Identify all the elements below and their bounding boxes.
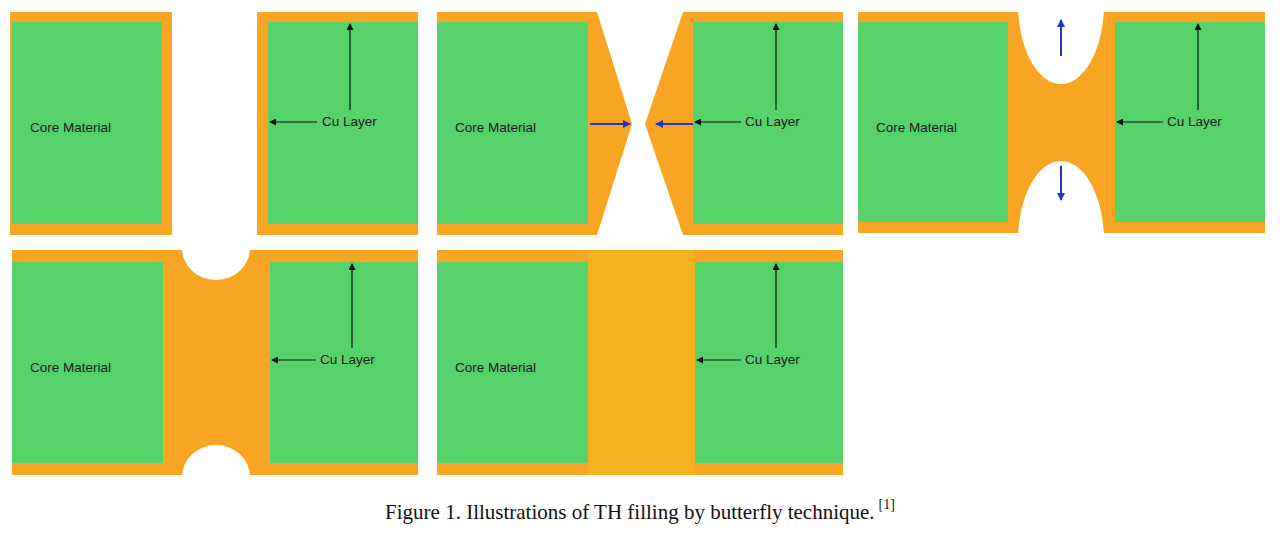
part-label: Core Material (30, 120, 180, 136)
part-label: Cu Layer (745, 114, 895, 130)
copper-plating (437, 12, 632, 235)
part-label: Core Material (30, 360, 181, 376)
leader-arrow (775, 264, 776, 348)
background (0, 236, 430, 250)
figure-caption: Figure 1. Illustrations of TH filling by… (385, 500, 875, 524)
core-material-block: Cu Layer (1115, 22, 1265, 222)
leader-arrow (775, 24, 776, 110)
part-label: Core Material (455, 360, 606, 376)
core-material-block: Core Material (437, 262, 588, 463)
core-material-block: Cu Layer (268, 22, 418, 224)
leader-arrow (351, 264, 352, 348)
core-material-block: Cu Layer (693, 22, 843, 224)
core-material-block: Cu Layer (695, 262, 843, 463)
leader-arrow (272, 359, 316, 360)
part-label: Cu Layer (320, 352, 468, 368)
growth-arrow (1060, 20, 1062, 56)
part-label: Cu Layer (745, 352, 893, 368)
open-cavity (1018, 0, 1104, 84)
reference-number: [1] (879, 497, 895, 512)
leader-arrow (697, 359, 741, 360)
core-material-block: Core Material (437, 22, 588, 224)
leader-arrow (1197, 24, 1198, 110)
leader-arrow (349, 24, 350, 110)
growth-arrow (590, 123, 630, 125)
core-material-block: Core Material (12, 22, 162, 224)
growth-arrow (1060, 166, 1062, 200)
leader-arrow (270, 121, 317, 122)
core-material-block: Core Material (12, 262, 163, 463)
leader-arrow (695, 121, 741, 122)
part-label: Core Material (876, 120, 1026, 136)
copper-plating (645, 12, 843, 235)
part-label: Cu Layer (1167, 114, 1280, 130)
part-label: Cu Layer (322, 114, 472, 130)
core-material-block: Cu Layer (270, 262, 418, 463)
part-label: Core Material (455, 120, 606, 136)
background (0, 475, 430, 495)
copper-fill (588, 250, 695, 475)
open-cavity (1018, 161, 1104, 321)
growth-arrow (656, 123, 695, 125)
leader-arrow (1117, 121, 1163, 122)
core-material-block: Core Material (858, 22, 1008, 222)
